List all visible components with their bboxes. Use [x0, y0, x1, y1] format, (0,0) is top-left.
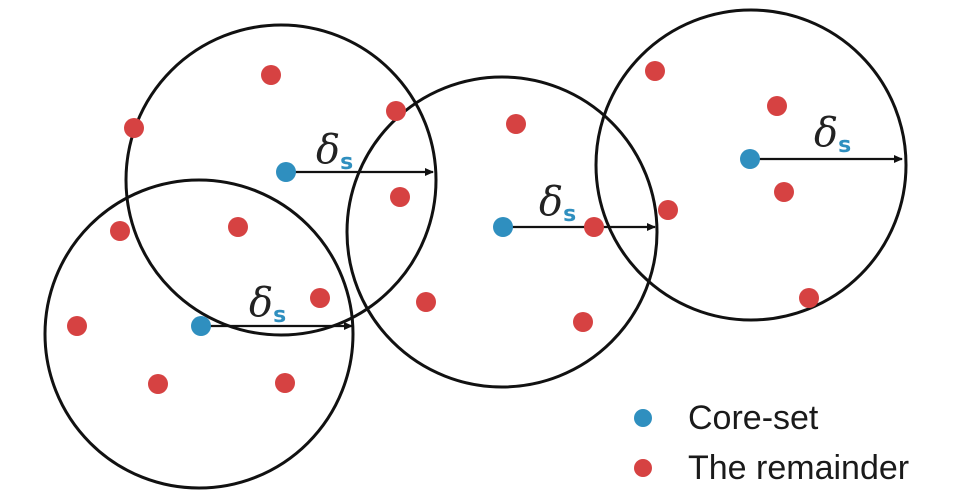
remainder-point	[261, 65, 281, 85]
remainder-point	[658, 200, 678, 220]
coverage-circle-2	[43, 178, 355, 490]
coverage-circle-1	[124, 23, 438, 337]
remainder-points	[67, 61, 819, 394]
legend-core-label: Core-set	[688, 398, 819, 437]
radius-label-3: δs	[539, 179, 576, 227]
legend: Core-set The remainder	[626, 393, 909, 493]
remainder-point	[799, 288, 819, 308]
legend-remainder-label: The remainder	[688, 448, 910, 487]
remainder-point	[386, 101, 406, 121]
core-set-point	[191, 316, 211, 336]
core-set-swatch	[634, 409, 652, 427]
core-set-point	[740, 149, 760, 169]
core-set-point	[276, 162, 296, 182]
remainder-point	[67, 316, 87, 336]
remainder-point	[110, 221, 130, 241]
remainder-point	[573, 312, 593, 332]
remainder-point	[645, 61, 665, 81]
remainder-point	[584, 217, 604, 237]
remainder-point	[774, 182, 794, 202]
remainder-point	[310, 288, 330, 308]
remainder-point	[148, 374, 168, 394]
remainder-point	[275, 373, 295, 393]
radius-label-1: δs	[316, 127, 353, 175]
remainder-point	[506, 114, 526, 134]
core-set-point	[493, 217, 513, 237]
remainder-swatch	[634, 459, 652, 477]
remainder-point	[390, 187, 410, 207]
radius-label-4: δs	[814, 110, 851, 158]
coverage-circle-4	[594, 8, 908, 322]
remainder-point	[767, 96, 787, 116]
legend-item-remainder: The remainder	[626, 443, 909, 493]
remainder-point	[124, 118, 144, 138]
remainder-point	[228, 217, 248, 237]
coverage-circle-3	[345, 75, 659, 389]
legend-item-core-set: Core-set	[626, 393, 909, 443]
core-set-points	[191, 149, 760, 336]
radius-label-2: δs	[249, 280, 286, 328]
remainder-point	[416, 292, 436, 312]
